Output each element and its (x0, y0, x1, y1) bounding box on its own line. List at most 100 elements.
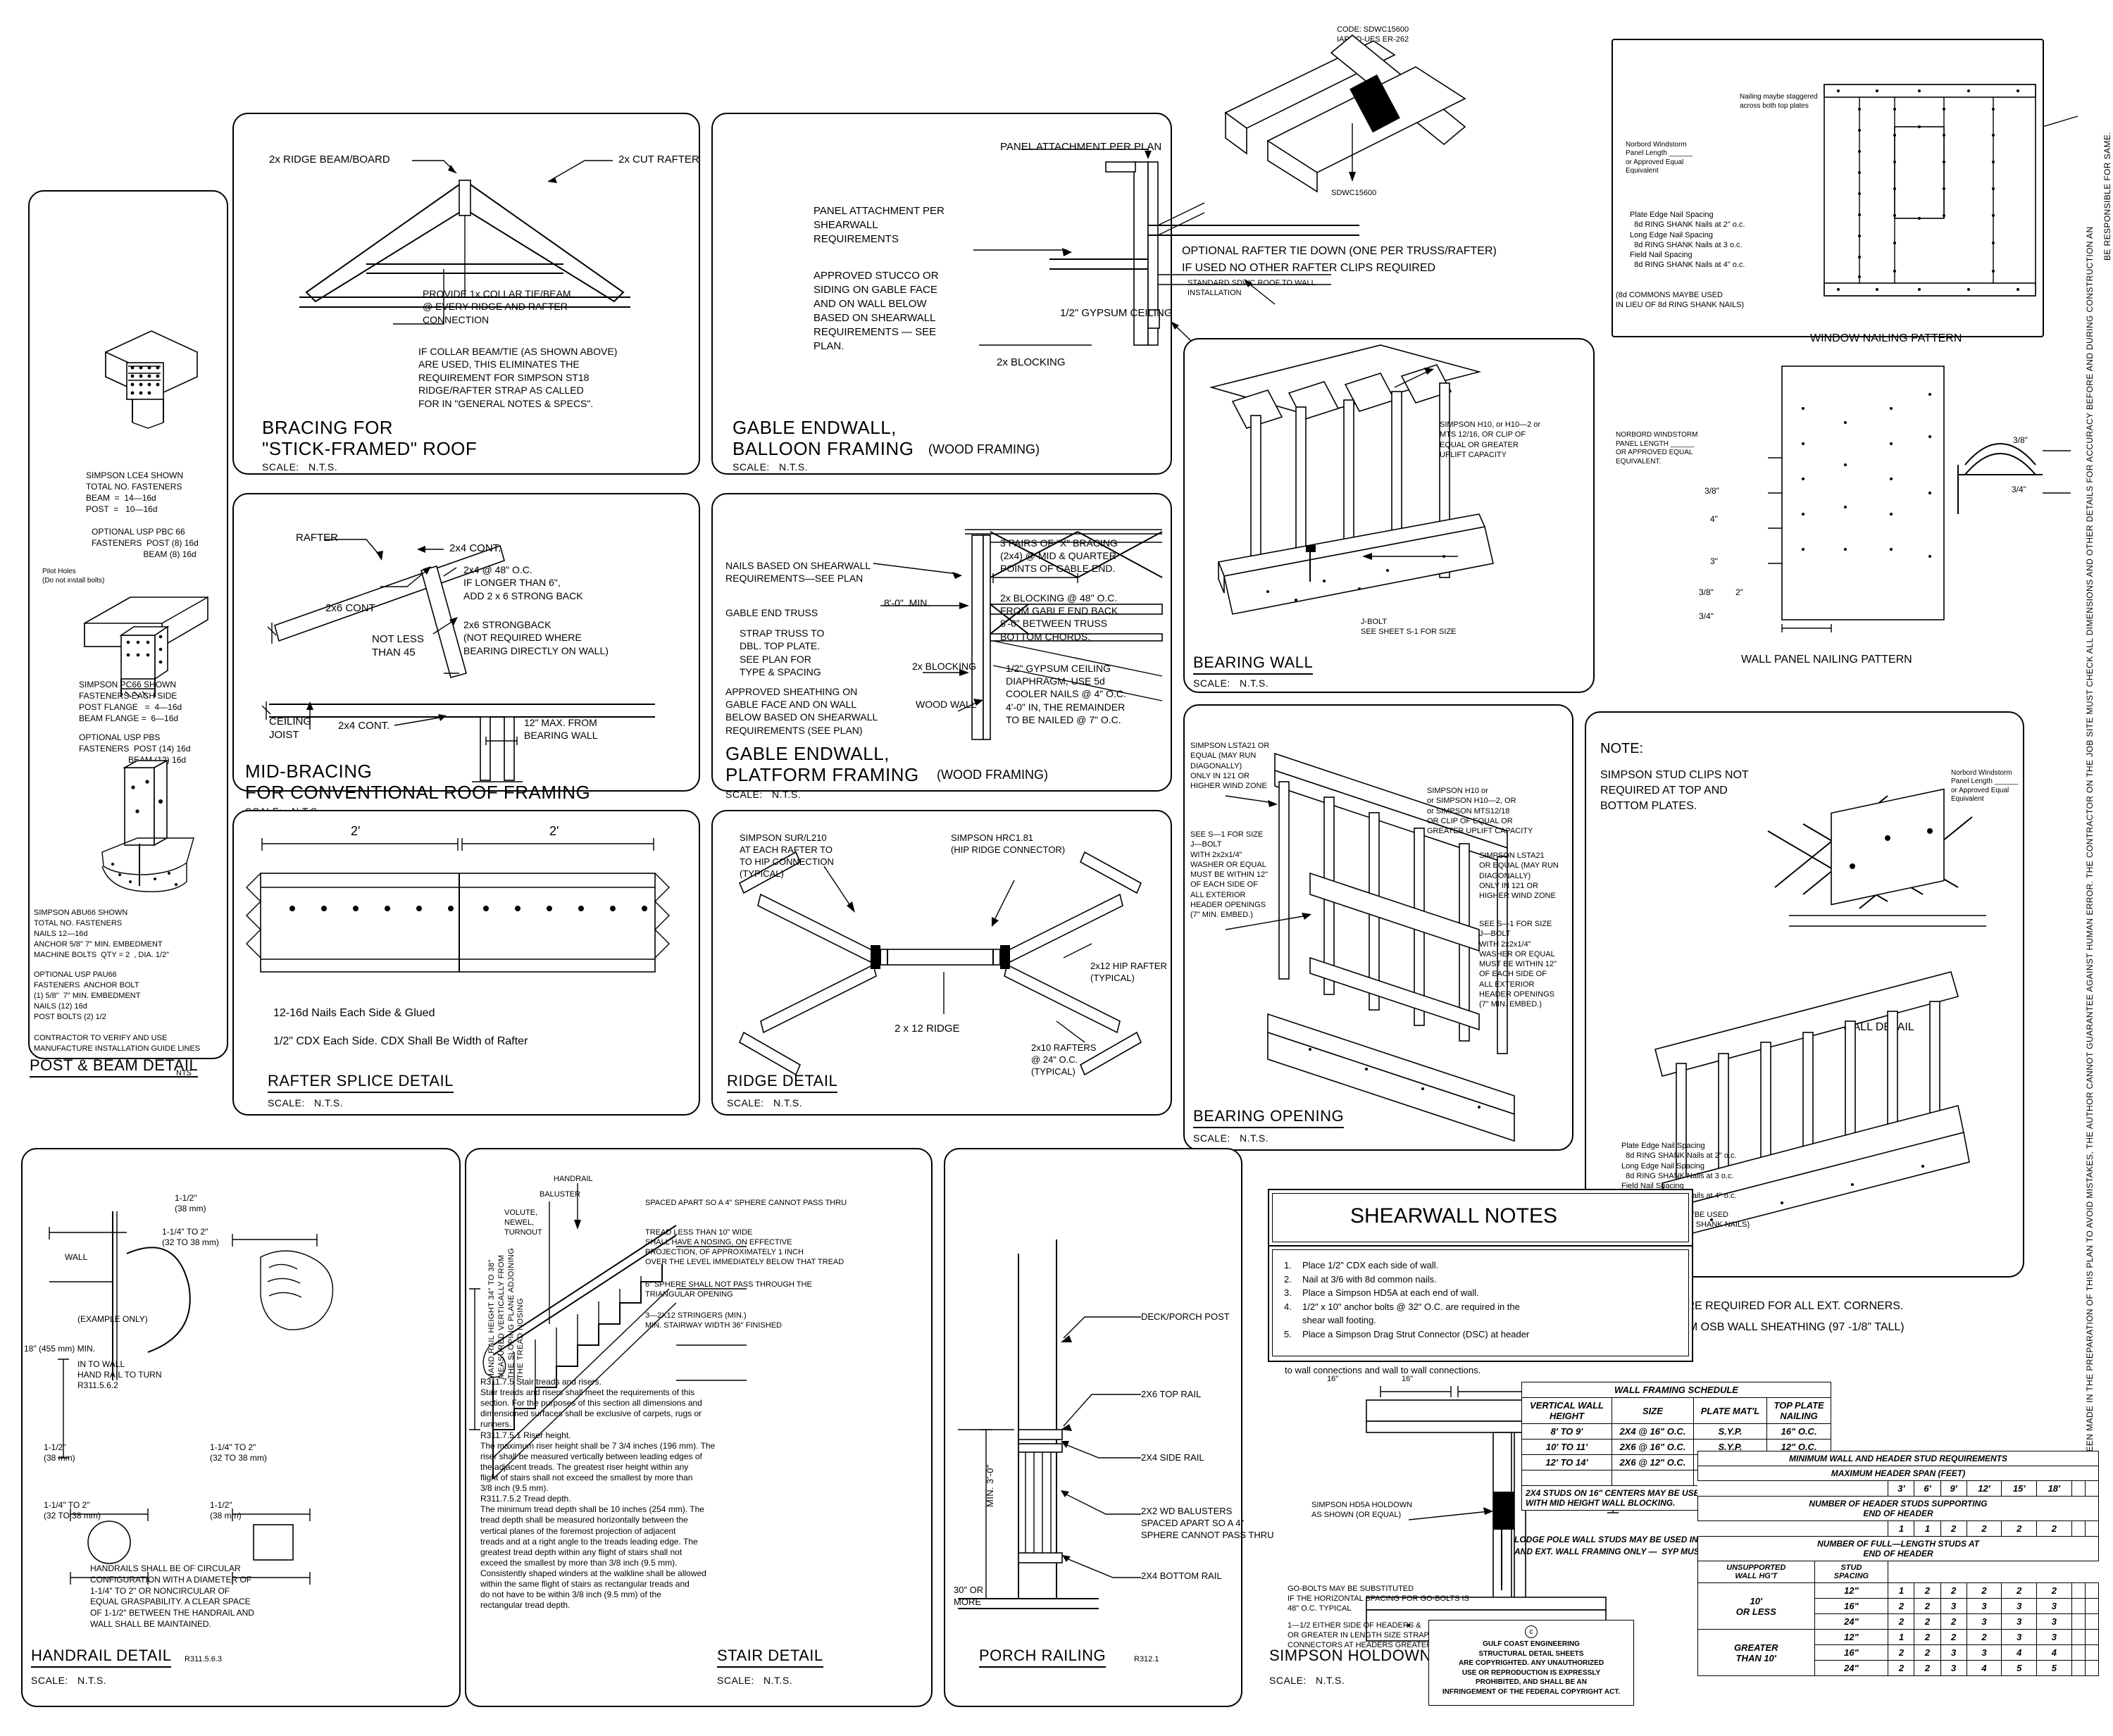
gable-balloon-scale: SCALE: N.T.S. (733, 461, 809, 473)
hst-g0-r2-v4: 3 (2001, 1613, 2038, 1630)
bearing-wall-drawing (1209, 344, 1494, 615)
hst-g0-r1-v5: 3 (2036, 1598, 2072, 1614)
simpson-holdowns-scale: SCALE: N.T.S. (1269, 1675, 1345, 1686)
bearing-opening-s1-right-note: SEE S—1 FOR SIZE J—BOLT WITH 2x2x1/4" WA… (1479, 920, 1557, 1009)
mid-bracing-2x6cont: 2x6 CONT (325, 602, 375, 614)
stair-baluster-label: BALUSTER (540, 1190, 581, 1199)
stair-scale: SCALE: N.T.S. (717, 1675, 793, 1686)
stick-framed-collar-note: PROVIDE 1x COLLAR TIE/BEAM @ EVERY RIDGE… (423, 288, 571, 325)
window-nailing-spec: Plate Edge Nail Spacing 8d RING SHANK Na… (1630, 211, 1745, 270)
table-row: 24" 2 2 3 4 5 5 (1698, 1660, 2100, 1676)
hst-g1-r1-v7 (2084, 1644, 2100, 1661)
window-nailing-stagger-note: Nailing maybe staggered across both top … (1740, 93, 1818, 110)
gable-platform-blocking-label: 2x BLOCKING (912, 661, 977, 672)
porch-bottom-rail-label: 2X4 BOTTOM RAIL (1141, 1570, 1222, 1581)
handrail-scale: SCALE: N.T.S. (31, 1675, 107, 1686)
shearwall-item-1: Place 1/2" CDX each side of wall. (1302, 1260, 1439, 1270)
copyright-line-5: PROHIBITED, AND SHALL BE AN (1476, 1678, 1587, 1686)
wfs-r0-c3: 16" O.C. (1766, 1423, 1831, 1440)
stick-framed-eliminate-note: IF COLLAR BEAM/TIE (AS SHOWN ABOVE) ARE … (418, 346, 618, 409)
post-beam-pilot-l1: Pilot Holes (42, 568, 76, 575)
shearwall-item-4-num: 4. (1284, 1301, 1292, 1312)
shearwall-item-2-num: 2. (1284, 1273, 1292, 1285)
hst-g0-r0-spacing: 12" (1814, 1582, 1889, 1599)
hst-span-7 (2084, 1480, 2100, 1497)
gable-platform-8min-label: 8'-0" MIN. (884, 597, 930, 608)
shearwall-item-3-num: 3. (1284, 1287, 1292, 1298)
handrail-dim-2: 1-1/2" (38 mm) (44, 1442, 75, 1463)
wfs-title: WALL FRAMING SCHEDULE (1521, 1382, 1831, 1398)
hst-g1-r0-v4: 3 (2001, 1629, 2038, 1645)
hst-g1-r1-spacing: 16" (1814, 1644, 1889, 1661)
gable-balloon-note2: APPROVED STUCCO OR SIDING ON GABLE FACE … (814, 270, 939, 353)
hst-span-4: 15' (2001, 1480, 2038, 1497)
post-beam-block1: SIMPSON LCE4 SHOWN (86, 470, 184, 480)
wfs-r3-c1 (1612, 1470, 1694, 1486)
hst-g1-label: GREATER THAN 10' (1697, 1629, 1815, 1676)
hst-g1-r1-v2: 3 (1940, 1644, 1967, 1661)
porch-top-rail-label: 2X6 TOP RAIL (1141, 1389, 1202, 1399)
gable-platform-gypsum-note: 1/2" GYPSUM CEILING DIAPHRAGM, USE 5d CO… (1006, 663, 1126, 725)
stair-stringers-note: 3—2X12 STRINGERS (MIN.) MIN. STAIRWAY WI… (645, 1311, 782, 1330)
wall-panel-corner-dim-38: 3/8" (2013, 435, 2028, 445)
mid-bracing-2x4cont-top: 2x4 CONT. (449, 542, 501, 554)
stair-handrail-label: HANDRAIL (554, 1175, 593, 1183)
wfs-r1-c1: 2X6 @ 16" O.C. (1612, 1439, 1694, 1455)
window-nailing-panel-note: Norbord Windstorm Panel Length ______ or… (1626, 141, 1693, 175)
bearing-opening-scale: SCALE: N.T.S. (1193, 1132, 1269, 1144)
bearing-opening-title: BEARING OPENING (1193, 1107, 1345, 1128)
hst-span-3: 12' (1966, 1480, 2002, 1497)
stick-framed-title-line2: "STICK-FRAMED" ROOF (262, 438, 478, 459)
porch-post-label: DECK/PORCH POST (1141, 1311, 1230, 1322)
wall-panel-nailing-panel-note: NORBORD WINDSTORM PANEL LENGTH ______ OR… (1616, 431, 1698, 466)
hst-g1-r0-v7 (2084, 1629, 2100, 1645)
holddown-hdqa-label: SIMPSON HD5A HOLDOWN AS SHOWN (OR EQUAL) (1311, 1501, 1413, 1520)
hst-g0-r0-v2: 2 (1940, 1582, 1967, 1599)
gable-platform-title-line1: GABLE ENDWALL, (725, 743, 890, 764)
porch-balusters-label: 2X2 WD BALUSTERS SPACED APART SO A 4" SP… (1141, 1506, 1274, 1540)
wfs-r0-c2: S.Y.P. (1693, 1423, 1768, 1440)
hst-g0-r0-v1: 2 (1914, 1582, 1941, 1599)
hst-g0-r1-v2: 3 (1940, 1598, 1967, 1614)
stick-framed-rafter-label: 2x CUT RAFTER (618, 154, 699, 166)
handrail-dim-5: 1-1/2" (38 mm) (210, 1500, 242, 1520)
hst-supporting-title: NUMBER OF HEADER STUDS SUPPORTING END OF… (1697, 1496, 2099, 1521)
wall-panel-nailing-title: WALL PANEL NAILING PATTERN (1741, 654, 1912, 666)
ridge-detail-title: RIDGE DETAIL (727, 1072, 838, 1093)
hst-g1-r0-v3: 2 (1966, 1629, 2002, 1645)
hst-g0-r2-v3: 3 (1966, 1613, 2002, 1630)
hst-g0-r2-v1: 2 (1914, 1613, 1941, 1630)
gable-balloon-note1: PANEL ATTACHMENT PER SHEARWALL REQUIREME… (814, 205, 945, 246)
table-row: 24" 2 2 2 3 3 3 (1698, 1613, 2100, 1630)
panel-mid-bracing (232, 493, 700, 792)
hst-g1-r0-v5: 3 (2036, 1629, 2072, 1645)
wfs-r2-c1: 2X6 @ 12" O.C. (1612, 1454, 1694, 1470)
shearwall-item-5-num: 5. (1284, 1328, 1292, 1340)
wall-panel-dim-2in: 2" (1735, 587, 1743, 597)
handrail-example-label: (EXAMPLE ONLY) (77, 1314, 148, 1324)
porch-side-rail-label: 2X4 SIDE RAIL (1141, 1452, 1204, 1463)
wfs-header-2: PLATE MAT'L (1693, 1397, 1768, 1424)
bearing-wall-jbolt-label: J-BOLT SEE SHEET S-1 FOR SIZE (1361, 618, 1457, 637)
table-row: 1 1 2 2 2 2 (1698, 1520, 2100, 1537)
post-beam-block1b-l1: OPTIONAL USP PBC 66 (92, 527, 185, 537)
porch-railing-title: PORCH RAILING (979, 1647, 1107, 1668)
window-nailing-pattern-drawing (1824, 84, 2078, 296)
hst-g1-r1-v1: 2 (1914, 1644, 1941, 1661)
wall-panel-corner-detail-drawing (1957, 443, 2071, 514)
hst-g0-r2-v5: 3 (2036, 1613, 2072, 1630)
post-beam-pilot-l2: (Do not install bolts) (42, 577, 105, 585)
gable-platform-blocking48-note: 2x BLOCKING @ 48" O.C. FROM GABLE END BA… (1000, 592, 1118, 642)
table-row: 8' TO 9' 2X4 @ 16" O.C. S.Y.P. 16" O.C. (1521, 1423, 1831, 1440)
stair-volute-label: VOLUTE, NEWEL, TURNOUT (504, 1209, 542, 1237)
hst-sup-0: 1 (1888, 1520, 1915, 1537)
hst-sup-2: 2 (1940, 1520, 1967, 1537)
handrail-detail-drawing (49, 1211, 334, 1585)
hst-fulllength-title: NUMBER OF FULL—LENGTH STUDS AT END OF HE… (1697, 1536, 2099, 1561)
hst-span-title: MAXIMUM HEADER SPAN (FEET) (1697, 1466, 2099, 1481)
copyright-line-6: INFRINGEMENT OF THE FEDERAL COPYRIGHT AC… (1442, 1687, 1621, 1696)
copyright-line-4: USE OR REPRODUCTION IS EXPRESSLY (1461, 1668, 1601, 1677)
shearwall-notes-box: SHEARWALL NOTES (1268, 1189, 1693, 1248)
holddown-dim-2: 16" (1402, 1375, 1414, 1383)
hst-g0-r0-v3: 2 (1966, 1582, 2002, 1599)
